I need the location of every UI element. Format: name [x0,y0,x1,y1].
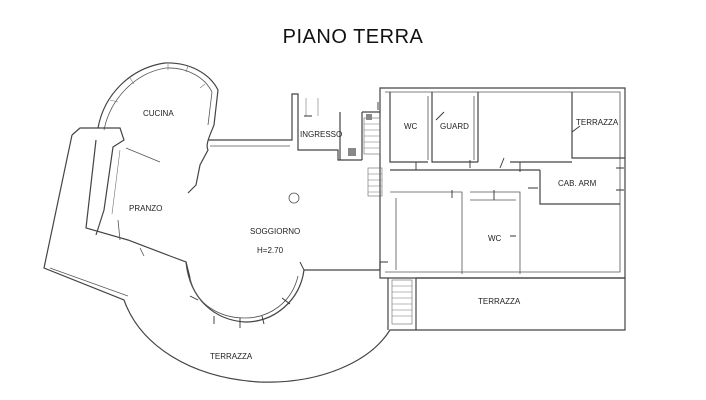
room-labels: CUCINA PRANZO SOGGIORNO H=2.70 INGRESSO … [129,109,619,361]
room-label-ingresso: INGRESSO [300,130,342,139]
room-label-wc-1: WC [404,122,418,131]
plan-title: PIANO TERRA [282,26,424,48]
room-label-terrazza-top: TERRAZZA [576,118,619,127]
room-label-cucina: CUCINA [143,109,174,118]
kitchen-walls [97,62,219,194]
right-block-walls [299,87,626,330]
room-label-soggiorno: SOGGIORNO [250,227,300,236]
room-height-label: H=2.70 [257,246,284,255]
room-label-cab-arm: CAB. ARM [558,179,597,188]
room-label-wc-2: WC [488,234,502,243]
terrace-outline [43,134,626,383]
room-label-guard: GUARD [440,122,469,131]
room-label-terrazza-right: TERRAZZA [478,297,521,306]
room-label-pranzo: PRANZO [129,204,162,213]
left-wall-outline [71,127,191,279]
room-label-terrazza-bottom: TERRAZZA [210,352,253,361]
living-walls [185,192,381,328]
corridor-walls [208,93,362,161]
